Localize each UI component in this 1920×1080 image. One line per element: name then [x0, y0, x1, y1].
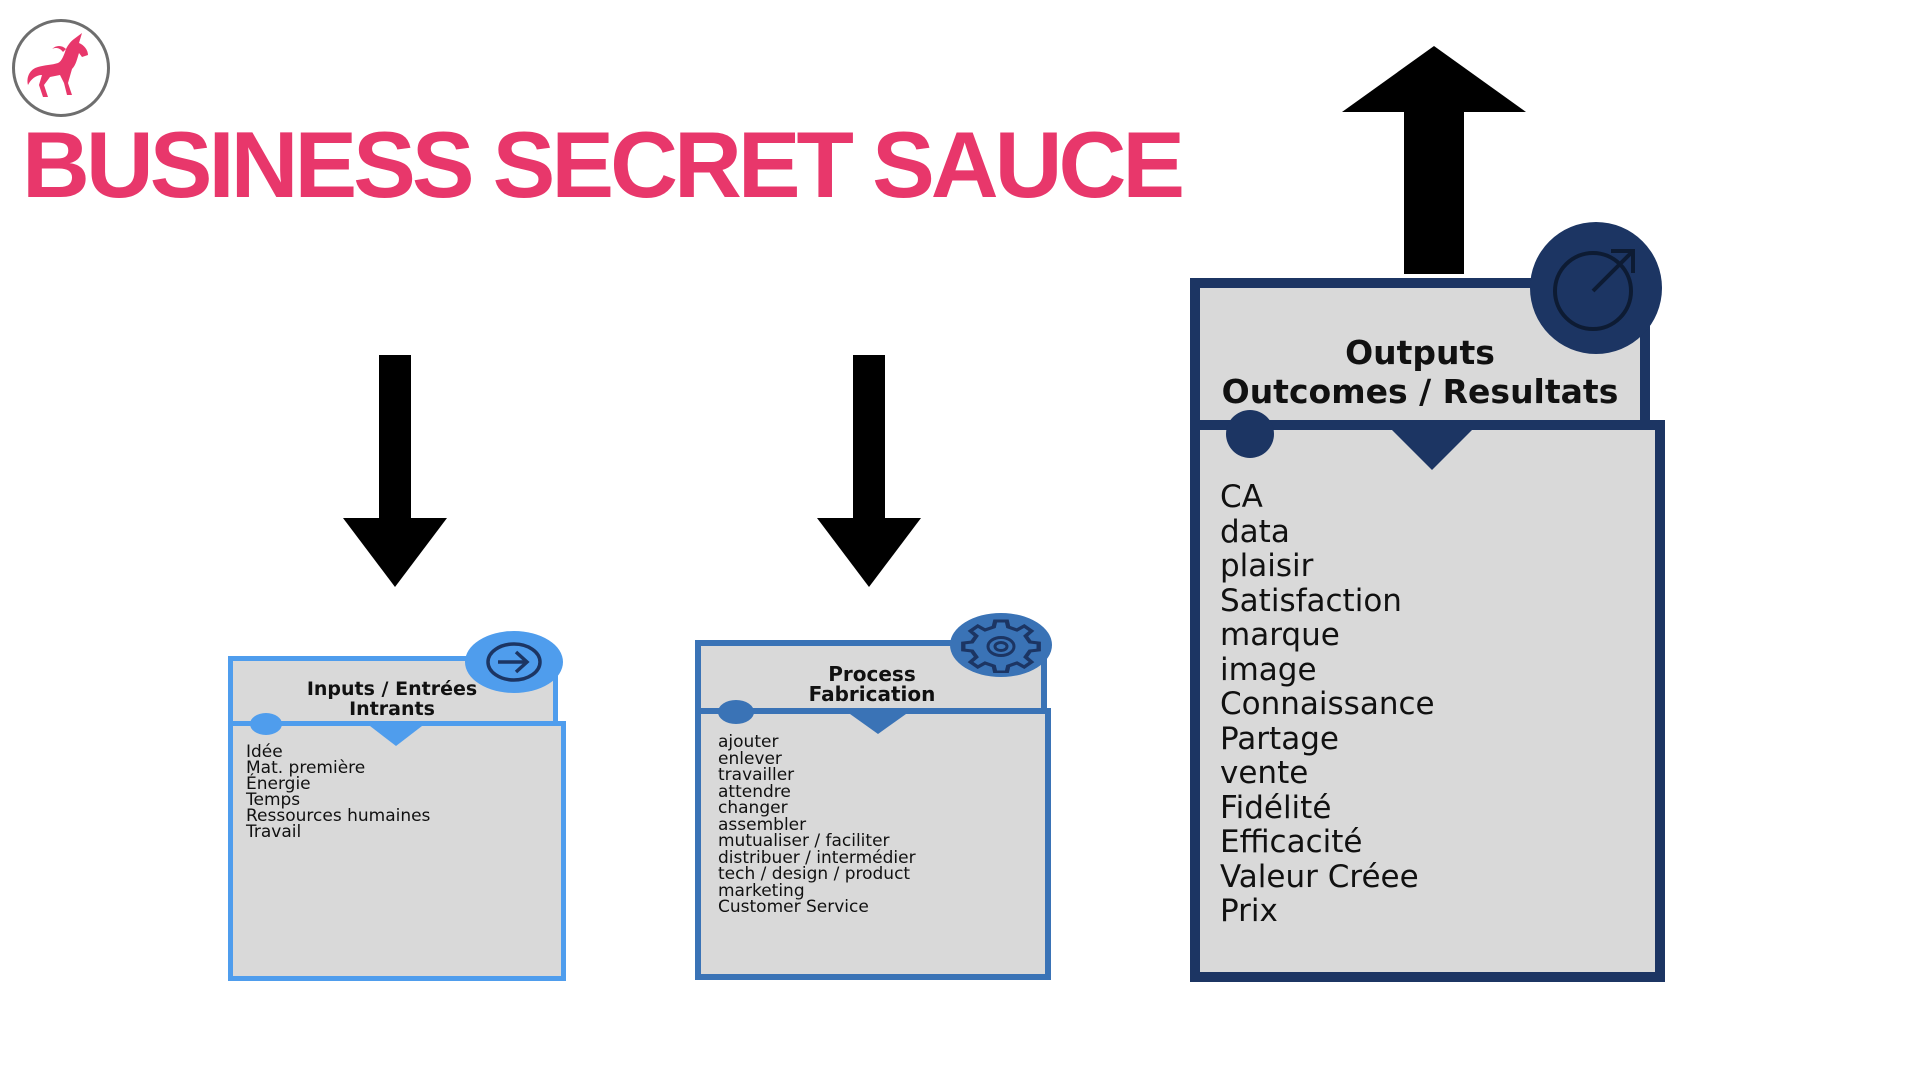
outputs-divider [1250, 420, 1665, 430]
list-item: Satisfaction [1220, 582, 1402, 619]
outputs-divider-dot [1226, 410, 1274, 458]
list-item: Travail [246, 822, 302, 842]
inputs-card-body [228, 721, 566, 981]
list-item: distribuer / intermédier [718, 847, 916, 868]
process-heading-line: Fabrication [808, 682, 936, 706]
list-item: CA [1220, 479, 1263, 515]
list-item: Prix [1220, 893, 1278, 929]
list-item: attendre [718, 781, 791, 802]
list-item: enlever [718, 748, 782, 769]
process-divider-dot [718, 700, 754, 724]
list-item: Idée [246, 742, 283, 762]
outputs-list: CA data plaisir Satisfaction marque imag… [1220, 480, 1435, 929]
list-item: Mat. première [246, 758, 366, 778]
page-title: BUSINESS SECRET SAUCE [22, 112, 1185, 217]
inputs-badge [465, 631, 563, 693]
list-item: ajouter [718, 732, 779, 752]
gear-icon [961, 619, 1041, 673]
outputs-heading: Outputs Outcomes / Resultats [1200, 336, 1640, 408]
process-list: ajouter enlever travailler attendre chan… [718, 734, 916, 916]
list-item: vente [1220, 755, 1309, 791]
list-item: plaisir [1220, 548, 1314, 584]
inputs-divider [266, 721, 566, 726]
list-item: Connaissance [1220, 686, 1435, 722]
outputs-divider-notch [1392, 430, 1472, 470]
inputs-heading-line: Inputs / Entrées [306, 678, 478, 700]
list-item: tech / design / product [718, 864, 911, 884]
inputs-heading-line: Intrants [349, 698, 435, 720]
list-item: Efficacité [1220, 824, 1363, 860]
inputs-divider-notch [370, 726, 422, 746]
inputs-divider-dot [250, 713, 282, 735]
list-item: Fidélité [1220, 789, 1332, 826]
list-item: Customer Service [718, 897, 869, 917]
arrow-enter-icon [486, 642, 542, 682]
list-item: Énergie [246, 774, 311, 794]
list-item: travailler [718, 765, 795, 785]
outputs-badge [1530, 222, 1662, 354]
outputs-heading-line: Outcomes / Resultats [1221, 372, 1619, 411]
list-item: changer [718, 798, 788, 818]
arrow-down-inputs [343, 355, 447, 587]
arrow-up-outputs [1342, 46, 1526, 274]
process-badge [950, 613, 1052, 677]
list-item: image [1220, 651, 1317, 688]
list-item: Ressources humaines [246, 806, 431, 826]
list-item: marque [1220, 617, 1340, 653]
inputs-heading: Inputs / Entrées Intrants [230, 680, 554, 719]
inputs-list: Idée Mat. première Énergie Temps Ressour… [246, 742, 431, 842]
list-item: Valeur Créee [1220, 858, 1419, 895]
list-item: marketing [718, 880, 805, 901]
arrow-down-process [817, 355, 921, 587]
process-heading: Process Fabrication [697, 664, 1047, 704]
process-divider-notch [850, 714, 906, 734]
list-item: mutualiser / faciliter [718, 831, 890, 851]
target-arrow-icon [1553, 249, 1635, 331]
list-item: assembler [718, 814, 807, 835]
outputs-card-body [1190, 420, 1665, 982]
list-item: data [1220, 513, 1290, 550]
list-item: Temps [246, 790, 301, 810]
outputs-heading-line: Outputs [1345, 333, 1495, 372]
unicorn-logo [12, 19, 110, 117]
process-divider [736, 708, 1051, 714]
process-heading-line: Process [828, 662, 916, 686]
unicorn-icon [27, 33, 88, 97]
list-item: Partage [1220, 720, 1339, 757]
